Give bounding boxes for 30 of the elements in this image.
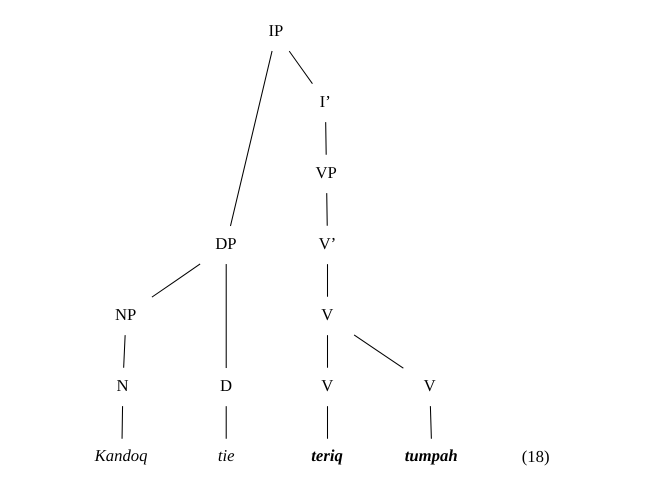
node-text: I’ xyxy=(319,91,330,110)
node-text: V xyxy=(320,375,333,394)
connector xyxy=(326,192,328,226)
node-text: tie xyxy=(217,445,234,464)
connector xyxy=(151,263,200,298)
connector xyxy=(353,334,404,368)
connector xyxy=(326,334,328,368)
node-text: D xyxy=(219,375,232,394)
node-text: V xyxy=(320,304,333,324)
connector xyxy=(326,264,328,296)
node-text: V’ xyxy=(318,233,336,252)
node-text: Kandoq xyxy=(94,445,147,464)
connector xyxy=(225,264,226,368)
node-text: NP xyxy=(114,304,136,324)
node-text: teriq xyxy=(310,445,342,464)
connector xyxy=(429,406,432,438)
node-text: tumpah xyxy=(404,445,458,464)
node-text: VP xyxy=(314,162,336,182)
connector xyxy=(324,122,326,154)
connector xyxy=(121,406,123,438)
connector xyxy=(122,334,126,368)
node-text: V xyxy=(423,375,436,394)
node-text: IP xyxy=(268,20,283,40)
connector xyxy=(288,50,312,84)
connector xyxy=(225,406,226,438)
label: (18) xyxy=(521,446,550,466)
connector xyxy=(229,50,272,226)
node-text: DP xyxy=(214,233,236,252)
connector xyxy=(326,406,328,438)
node-text: N xyxy=(116,375,128,394)
